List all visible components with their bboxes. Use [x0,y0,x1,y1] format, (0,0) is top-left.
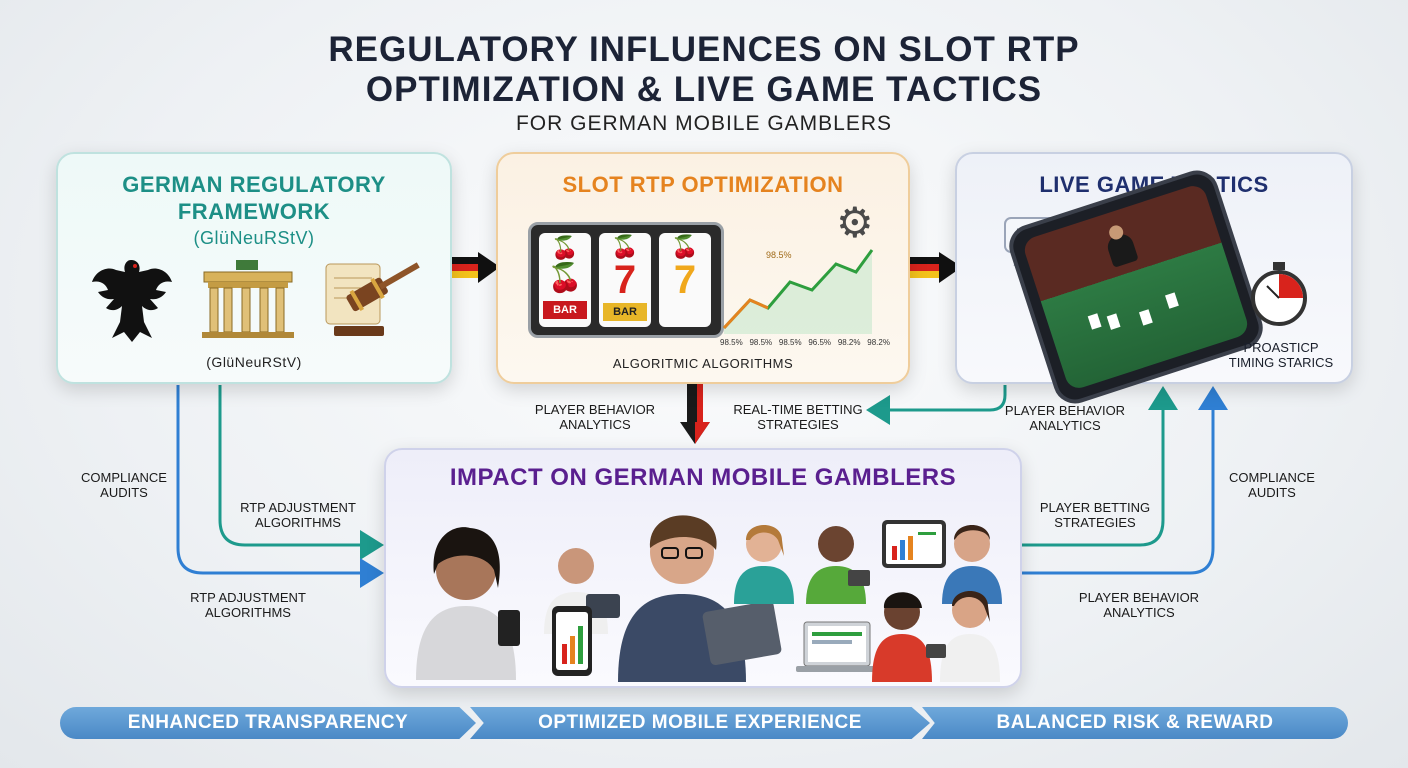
chart-tick: 96.5% [808,338,832,347]
chart-tick: 98.5% [720,338,743,347]
reel-3: 🍒 7 [659,233,711,327]
person-woman-teal-icon [734,525,794,604]
label-player-betting: PLAYER BETTING STRATEGIES [1030,500,1160,530]
regulatory-subtitle: (GlüNeuRStV) [193,228,315,248]
label-line: PLAYER BEHAVIOR [534,402,656,417]
label-compliance-left: COMPLIANCE AUDITS [64,470,184,500]
label-line: ANALYTICS [559,417,631,432]
regulatory-caption: (GlüNeuRStV) [206,354,302,370]
label-player-analytics-center: PLAYER BEHAVIOR ANALYTICS [520,402,670,432]
chart-tick-labels: 98.5% 98.5% 98.5% 96.5% 98.2% 98.2% [720,338,890,347]
german-eagle-icon [92,260,172,342]
label-line: COMPLIANCE [1229,470,1315,485]
main-subtitle: FOR GERMAN MOBILE GAMBLERS [515,112,893,135]
label-line: REAL-TIME BETTING [733,402,863,417]
gear-icon: ⚙ [836,199,874,246]
label-line: STRATEGIES [757,417,839,432]
live-tactics-caption: PROASTICP TIMING STARICS [1221,340,1341,370]
main-title-line2: OPTIMIZATION & LIVE GAME TACTICS [365,70,1043,109]
live-caption-line2: TIMING STARICS [1228,355,1334,370]
label-line: AUDITS [100,485,148,500]
chart-tick: 98.2% [837,338,861,347]
bar-label-2: BAR [603,303,647,321]
label-line: COMPLIANCE [81,470,167,485]
label-line: ANALYTICS [1029,418,1101,433]
label-line: PLAYER BEHAVIOR [1078,590,1200,605]
reel-2: 🍒 7 BAR [599,233,651,327]
label-line: PLAYER BEHAVIOR [1004,403,1126,418]
label-line: PLAYER BETTING [1039,500,1151,515]
rtp-trend-chart [722,249,874,334]
chart-tick: 98.5% [749,338,773,347]
phone-chart-icon [552,606,592,676]
bar-label-1: BAR [543,301,587,319]
bottom-bar-label: OPTIMIZED MOBILE EXPERIENCE [538,712,862,733]
bottom-bar-label: ENHANCED TRANSPARENCY [127,712,409,733]
label-line: AUDITS [1248,485,1296,500]
stopwatch-icon [1251,262,1307,326]
chart-tick: 98.5% [778,338,802,347]
chart-peak-label: 98.5% [766,250,792,260]
person-woman-red-icon [872,592,932,682]
regulatory-title-line2: FRAMEWORK [177,199,331,224]
bottom-bar-transparency: ENHANCED TRANSPARENCY [60,707,476,739]
flag-arrow-right [905,252,962,283]
laptop-icon [796,621,878,672]
live-caption-line1: PROASTICP [1243,340,1319,355]
person-woman-blue-icon [942,525,1002,604]
flag-arrow-left [448,252,500,283]
slot-rtp-caption: ALGORITMIC ALGORITHMS [612,356,794,371]
bottom-bar-mobile-experience: OPTIMIZED MOBILE EXPERIENCE [470,707,930,739]
slot-rtp-title: SLOT RTP OPTIMIZATION [562,172,844,197]
phone-live-dealer-icon [1003,164,1269,410]
label-rtp-inner: RTP ADJUSTMENT ALGORITHMS [228,500,368,530]
label-rtp-outer: RTP ADJUSTMENT ALGORITHMS [178,590,318,620]
label-line: ALGORITHMS [255,515,341,530]
label-line: RTP ADJUSTMENT [240,500,356,515]
tablet-chart-icon [882,520,946,568]
regulatory-title-line1: GERMAN REGULATORY [122,172,386,197]
person-woman-white-icon [926,591,1000,682]
reel-1: 🍒 🍒 BAR [539,233,591,327]
label-line: STRATEGIES [1054,515,1136,530]
chart-tick: 98.2% [867,338,890,347]
gavel-scroll-icon [325,262,420,336]
slot-machine-icon: 🍒 🍒 BAR 🍒 7 BAR 🍒 7 [528,222,724,338]
main-title-line1: REGULATORY INFLUENCES ON SLOT RTP [328,30,1080,69]
label-analytics-bottom: PLAYER BEHAVIOR ANALYTICS [1064,590,1214,620]
impact-box: IMPACT ON GERMAN MOBILE GAMBLERS [384,448,1022,688]
bottom-bar-risk-reward: BALANCED RISK & REWARD [922,707,1348,739]
label-line: ANALYTICS [1103,605,1175,620]
impact-title: IMPACT ON GERMAN MOBILE GAMBLERS [449,464,957,491]
label-compliance-right: COMPLIANCE AUDITS [1212,470,1332,500]
person-man-green-icon [806,526,870,604]
live-game-tactics-box: LIVE GAME TACTICS PROASTICP TIMING STARI… [955,152,1353,410]
label-player-analytics-right: PLAYER BEHAVIOR ANALYTICS [990,403,1140,433]
person-woman-phone-icon [416,527,520,680]
brandenburg-gate-icon [202,260,294,338]
label-line: RTP ADJUSTMENT [190,590,306,605]
regulatory-framework-box: GERMAN REGULATORY FRAMEWORK (GlüNeuRStV)… [56,152,452,384]
mobile-gamblers-illustration [416,515,1002,682]
bottom-bar-label: BALANCED RISK & REWARD [996,712,1274,733]
label-realtime-betting: REAL-TIME BETTING STRATEGIES [722,402,874,432]
person-man-glasses-tablet-icon [618,515,782,682]
slot-rtp-box: SLOT RTP OPTIMIZATION 🍒 🍒 BAR 🍒 7 BAR 🍒 … [496,152,910,384]
label-line: ALGORITHMS [205,605,291,620]
